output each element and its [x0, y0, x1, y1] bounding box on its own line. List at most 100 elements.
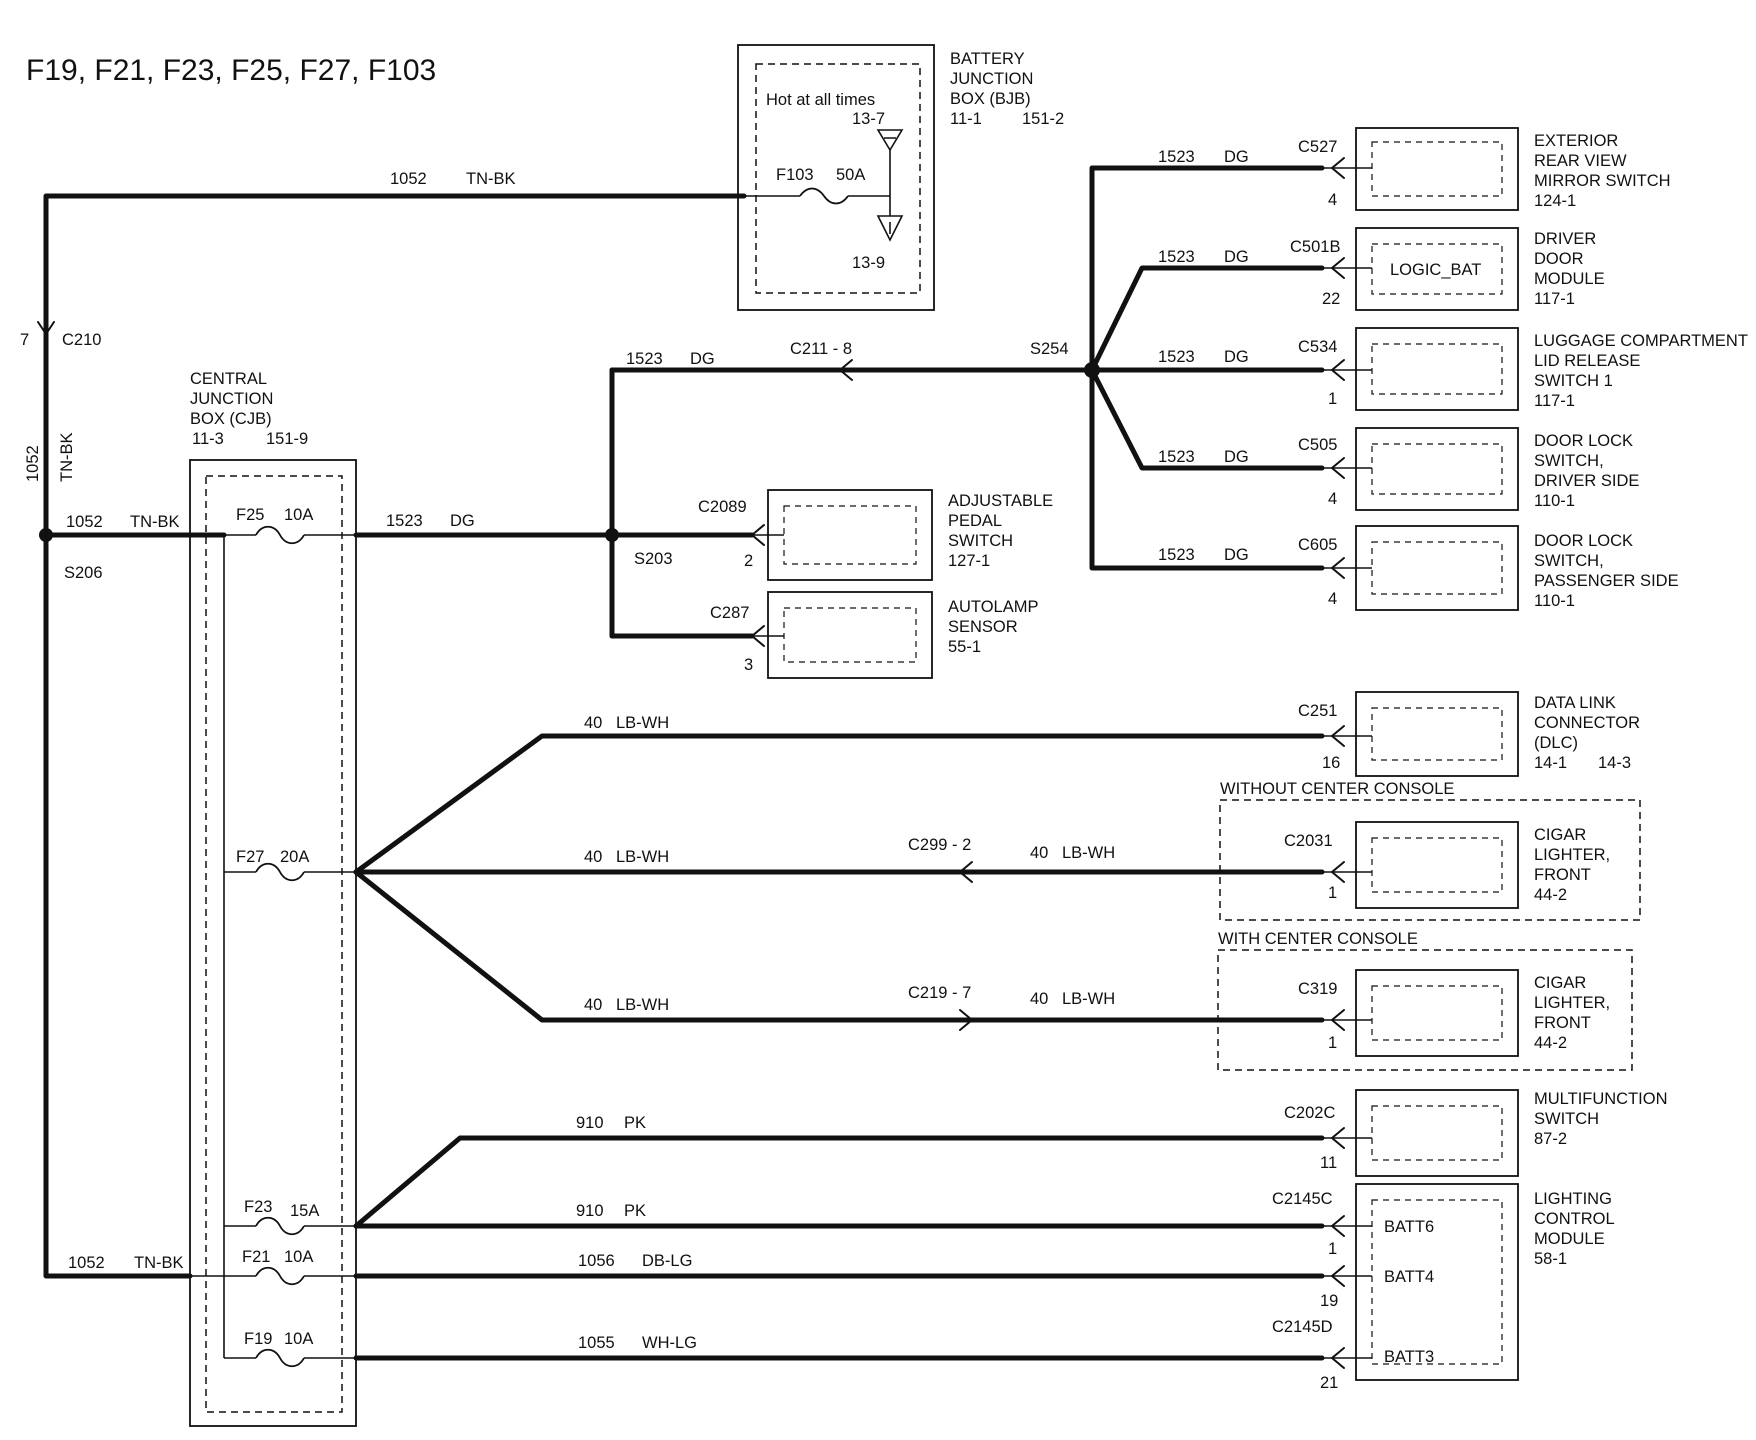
lock-driver-name-2: SWITCH,: [1534, 452, 1604, 470]
cigar1-ref: 44-2: [1534, 886, 1567, 904]
ddm-box: [1355, 227, 1519, 311]
wire-910-label-b: 910: [576, 1202, 604, 1220]
dlc-ref-1: 14-1: [1534, 754, 1567, 772]
luggage-name-3: SWITCH 1: [1534, 372, 1613, 390]
mirror-box: [1355, 127, 1519, 211]
wire-1052-label-bottom: 1052: [68, 1254, 105, 1272]
cigar2-name-3: FRONT: [1534, 1014, 1591, 1032]
cigar2-connector: C319: [1298, 980, 1337, 998]
wire-1523-color-ddm: DG: [1224, 248, 1249, 266]
mfs-inner: [1371, 1105, 1503, 1161]
cigar1-name-2: LIGHTER,: [1534, 846, 1610, 864]
wire-1523-to-mirror: [1089, 165, 1325, 373]
lcm-ref: 58-1: [1534, 1250, 1567, 1268]
fuse-f23-id: F23: [244, 1198, 272, 1216]
splice-s203: [605, 528, 619, 542]
c210-connector-symbol: [37, 321, 55, 336]
lcm-pin-1: 1: [1328, 1240, 1337, 1258]
wire-910-color-b: PK: [624, 1202, 646, 1220]
fuse-f19: [255, 1348, 305, 1368]
c219-label: C219 - 7: [908, 984, 971, 1002]
bjb-fuse-rating: 50A: [836, 166, 865, 184]
c219-connector-symbol: [959, 1009, 974, 1031]
dlc-pin: 16: [1322, 754, 1340, 772]
cigar2-name-1: CIGAR: [1534, 974, 1586, 992]
wire-40-label-d: 40: [584, 996, 602, 1014]
lock-driver-connector-symbol: [1330, 457, 1345, 479]
lcm-connector-symbol-batt3: [1330, 1347, 1345, 1369]
ddm-pin: 22: [1322, 290, 1340, 308]
component-cigar-lighter-1: [1322, 821, 1519, 909]
cigar2-name-2: LIGHTER,: [1534, 994, 1610, 1012]
mirror-connector-symbol: [1330, 157, 1345, 179]
lock-pass-connector: C605: [1298, 536, 1337, 554]
wire-1523-to-ddm: [1089, 265, 1325, 373]
cjb-label-line2: JUNCTION: [190, 390, 273, 408]
wire-40-label-b: 40: [584, 848, 602, 866]
autolamp-pin: 3: [744, 656, 753, 674]
wire-40-color-c: LB-WH: [1062, 844, 1115, 862]
fuse-f23-rating: 15A: [290, 1202, 319, 1220]
autolamp-box: [767, 591, 933, 679]
mfs-box: [1355, 1089, 1519, 1177]
group-without-center-console: [1219, 799, 1641, 921]
wire-910-color-a: PK: [624, 1114, 646, 1132]
lcm-inner: [1371, 1199, 1503, 1365]
battery-junction-box: Hot at all times 13-7 13-9 F103 50A: [737, 44, 935, 311]
lcm-box: [1355, 1183, 1519, 1381]
c299-label: C299 - 2: [908, 836, 971, 854]
bjb-note: Hot at all times: [766, 91, 875, 109]
lock-driver-name-1: DOOR LOCK: [1534, 432, 1633, 450]
luggage-name-2: LID RELEASE: [1534, 352, 1640, 370]
autolamp-connector-symbol: [750, 625, 765, 647]
wire-40-to-cigar2: [353, 869, 1325, 1023]
lock-pass-inner: [1371, 541, 1503, 595]
component-door-lock-switch-driver: [1322, 427, 1519, 511]
bjb-terminal-bottom: [876, 215, 904, 242]
fuse-f27: [255, 862, 305, 882]
mirror-inner: [1371, 141, 1503, 197]
wire-1523-label-ddm: 1523: [1158, 248, 1195, 266]
c211-label: C211 - 8: [790, 340, 852, 358]
wire-1523-color-a: DG: [450, 512, 475, 530]
lock-pass-pin: 4: [1328, 590, 1337, 608]
fuse-f25: [255, 525, 305, 545]
c210-pin: 7: [20, 331, 29, 349]
autolamp-name-1: AUTOLAMP: [948, 598, 1038, 616]
lcm-connector-symbol-batt4: [1330, 1265, 1345, 1287]
wire-1052-color-bottom: TN-BK: [134, 1254, 184, 1272]
wire-1523-label-a: 1523: [386, 512, 423, 530]
cigar2-box: [1355, 969, 1519, 1057]
dlc-ref-2: 14-3: [1598, 754, 1631, 772]
cigar1-connector-symbol: [1330, 861, 1345, 883]
fuse-f27-id: F27: [236, 848, 264, 866]
cigar1-pin: 1: [1328, 884, 1337, 902]
cigar2-ref: 44-2: [1534, 1034, 1567, 1052]
luggage-connector: C534: [1298, 338, 1337, 356]
lcm-pin-19: 19: [1320, 1292, 1338, 1310]
pedal-connector: C2089: [698, 498, 747, 516]
cjb-label-line1: CENTRAL: [190, 370, 267, 388]
luggage-ref: 117-1: [1534, 392, 1575, 410]
cigar2-connector-symbol: [1330, 1009, 1345, 1031]
component-data-link-connector: [1322, 691, 1519, 777]
ddm-name-3: MODULE: [1534, 270, 1605, 288]
bjb-outline: [737, 44, 935, 311]
component-lighting-control-module: [1322, 1183, 1519, 1381]
splice-s254: [1084, 362, 1100, 378]
cigar1-name-3: FRONT: [1534, 866, 1591, 884]
lcm-connector-symbol-batt6: [1330, 1215, 1345, 1237]
mirror-connector: C527: [1298, 138, 1337, 156]
fuse-f25-rating: 10A: [284, 506, 313, 524]
bjb-label-line3: BOX (BJB): [950, 90, 1031, 108]
lock-driver-inner: [1371, 443, 1503, 495]
component-exterior-mirror-switch: [1322, 127, 1519, 211]
fuse-f25-id: F25: [236, 506, 264, 524]
lcm-connector-top: C2145C: [1272, 1190, 1333, 1208]
bjb-fuse-f103: [799, 187, 849, 205]
mirror-name-3: MIRROR SWITCH: [1534, 172, 1671, 190]
wire-1052-color-top: TN-BK: [466, 170, 516, 188]
lcm-name-1: LIGHTING: [1534, 1190, 1612, 1208]
group-with-center-console-label: WITH CENTER CONSOLE: [1218, 930, 1418, 948]
